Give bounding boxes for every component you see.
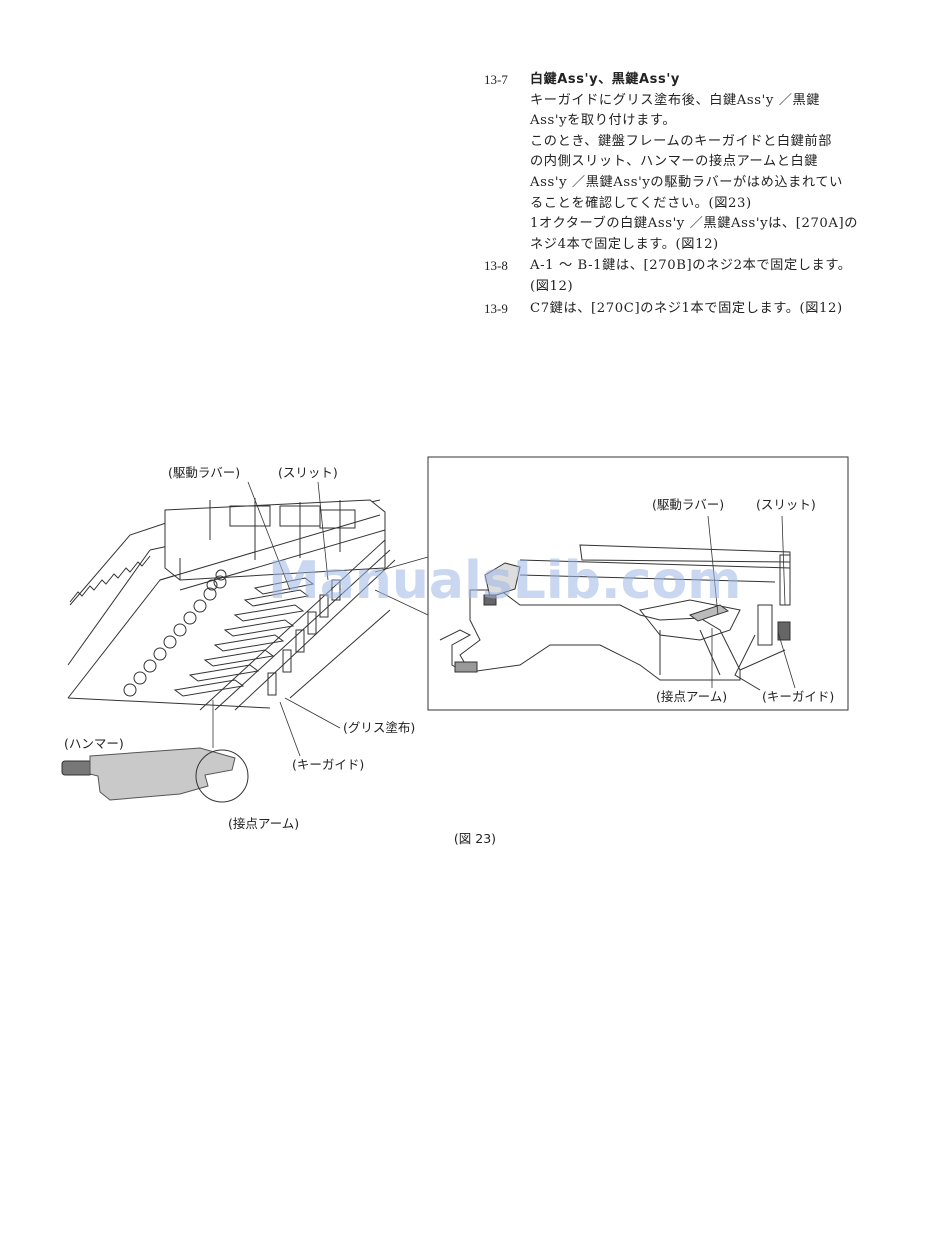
step-text-line: ることを確認してください。(図23) [530,195,752,211]
keyboard-perspective-drawing [67,498,396,711]
contact-arms [173,577,315,697]
step-text-line: Ass'yを取り付けます。 [530,113,677,129]
step-number: 13-9 [484,300,508,316]
procedure-steps: 13-7 白鍵Ass'y、黒鍵Ass'y キーガイドにグリス塗布後、白鍵Ass'… [484,70,874,320]
inset-label-drive-rubber: (駆動ラバー) [652,497,724,512]
key-guides [267,579,341,696]
step-number: 13-7 [484,72,508,87]
step-text-line: このとき、鍵盤フレームのキーガイドと白鍵前部 [530,133,833,149]
step-text-line: ネジ4本で固定します。(図12) [530,236,719,252]
label-slit: (スリット) [278,465,338,480]
label-hammer: (ハンマー) [64,736,124,751]
left-callout-lines [212,481,429,757]
step-text-line: A-1 ～ B-1鍵は、[270B]のネジ2本で固定します。 [530,258,852,274]
label-key-guide: (キーガイド) [292,757,364,772]
inset-label-slit: (スリット) [756,497,816,512]
inset-callout-lines [707,515,796,689]
label-contact-arm: (接点アーム) [228,816,299,831]
step-13-9: 13-9 C7鍵は、[270C]のネジ1本で固定します。(図12) [484,299,874,320]
label-grease: (グリス塗布) [343,720,415,735]
step-text-line: の内側スリット、ハンマーの接点アームと白鍵 [530,154,819,170]
watermark-text: ManualsLib.com [268,551,741,611]
step-13-8: 13-8 A-1 ～ B-1鍵は、[270B]のネジ2本で固定します。 (図12… [484,256,874,297]
hammer-detail-drawing [61,747,249,803]
step-text-line: (図12) [530,278,574,294]
step-13-7: 13-7 白鍵Ass'y、黒鍵Ass'y キーガイドにグリス塗布後、白鍵Ass'… [484,70,874,255]
step-text-line: Ass'y ／黒鍵Ass'yの駆動ラバーがはめ込まれてい [530,174,843,190]
step-number: 13-8 [484,258,508,274]
figure-caption: (図 23) [453,831,497,846]
step-text-line: 1オクターブの白鍵Ass'y ／黒鍵Ass'yは、[270A]の [530,216,859,232]
step-text-line: C7鍵は、[270C]のネジ1本で固定します。(図12) [530,300,843,316]
hammer-weights [123,569,227,697]
inset-label-key-guide: (キーガイド) [762,689,834,704]
figure-23-illustration: ManualsLib.com (駆動ラバー) (スリット) (グリス塗布) (キ… [61,456,849,831]
inset-label-contact-arm: (接点アーム) [656,689,727,704]
inset-detail-box [427,456,849,711]
label-drive-rubber: (駆動ラバー) [168,465,240,480]
step-text-line: キーガイドにグリス塗布後、白鍵Ass'y ／黒鍵 [530,92,821,108]
step-title: 白鍵Ass'y、黒鍵Ass'y [530,72,680,87]
